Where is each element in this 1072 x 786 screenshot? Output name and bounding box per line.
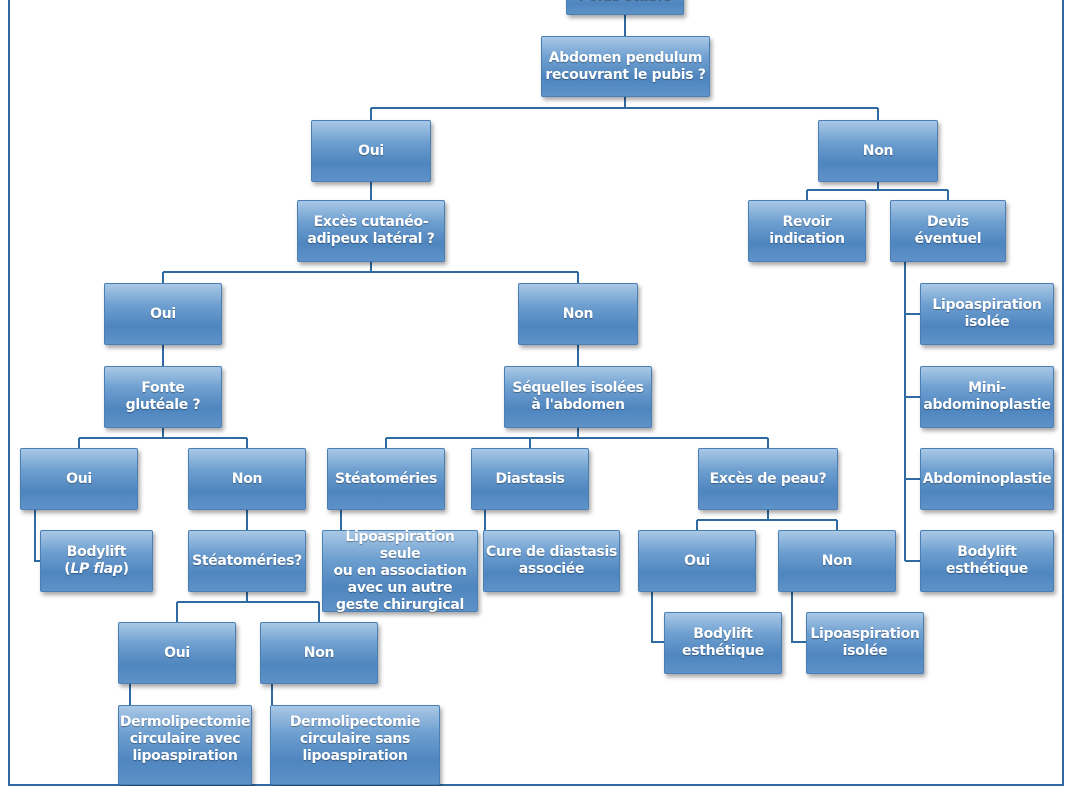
node-poids-stable: Poids stable xyxy=(566,0,684,15)
node-bodylift-esthetique: Bodylift esthétique xyxy=(664,612,782,674)
node-bodylift-lp-flap: Bodylift (LP flap) xyxy=(40,530,153,592)
node-oui: Oui xyxy=(118,622,236,684)
connector xyxy=(696,510,838,530)
connector xyxy=(129,684,273,705)
node-lipoaspiration-seule: Lipoaspiration seule ou en association a… xyxy=(322,529,478,613)
node-non: Non xyxy=(518,283,638,345)
connector xyxy=(651,592,806,643)
node-text-italic: LP flap xyxy=(70,561,123,577)
connector xyxy=(162,345,579,366)
connector xyxy=(806,182,949,200)
node-steatomeries-question: Stéatoméries? xyxy=(188,530,306,592)
node-mini-abdominoplastie: Mini- abdominoplastie xyxy=(920,366,1054,428)
node-dermolipectomie-sans: Dermolipectomie circulaire sans lipoaspi… xyxy=(270,705,440,785)
node-exces-lateral: Excès cutanéo- adipeux latéral ? xyxy=(297,200,445,262)
connector xyxy=(904,262,920,562)
connector xyxy=(34,510,40,562)
node-oui: Oui xyxy=(638,530,756,592)
node-oui: Oui xyxy=(311,120,431,182)
node-abdominoplastie: Abdominoplastie xyxy=(920,448,1054,510)
node-non: Non xyxy=(778,530,896,592)
node-steatomeries: Stéatoméries xyxy=(327,448,445,510)
node-lipoaspiration-isolee: Lipoaspiration isolée xyxy=(806,612,924,674)
node-text: ( xyxy=(64,561,71,577)
connector xyxy=(162,262,579,283)
node-text: ) xyxy=(122,561,129,577)
node-dermolipectomie-avec: Dermolipectomie circulaire avec lipoaspi… xyxy=(118,705,252,785)
node-oui: Oui xyxy=(20,448,138,510)
connector xyxy=(385,428,769,448)
node-cure-diastasis: Cure de diastasis associée xyxy=(483,530,620,592)
node-text: (LP flap) xyxy=(64,561,129,578)
connector xyxy=(370,97,879,120)
node-abdomen-pendulum: Abdomen pendulum recouvrant le pubis ? xyxy=(541,36,710,97)
node-oui: Oui xyxy=(104,283,222,345)
connector xyxy=(78,428,248,448)
node-fonte-gluteale: Fonte glutéale ? xyxy=(104,366,222,428)
node-text: Bodylift xyxy=(66,544,127,560)
node-exces-de-peau: Excès de peau? xyxy=(698,448,838,510)
node-revoir-indication: Revoir indication xyxy=(748,200,866,262)
node-diastasis: Diastasis xyxy=(471,448,589,510)
node-non: Non xyxy=(260,622,378,684)
node-sequelles: Séquelles isolées à l'abdomen xyxy=(504,366,652,428)
node-non: Non xyxy=(818,120,938,182)
node-lipoaspiration-isolee: Lipoaspiration isolée xyxy=(920,283,1054,345)
node-bodylift-esthetique: Bodylift esthétique xyxy=(920,530,1054,592)
node-non: Non xyxy=(188,448,306,510)
node-devis-eventuel: Devis éventuel xyxy=(890,200,1006,262)
connector xyxy=(176,592,320,622)
